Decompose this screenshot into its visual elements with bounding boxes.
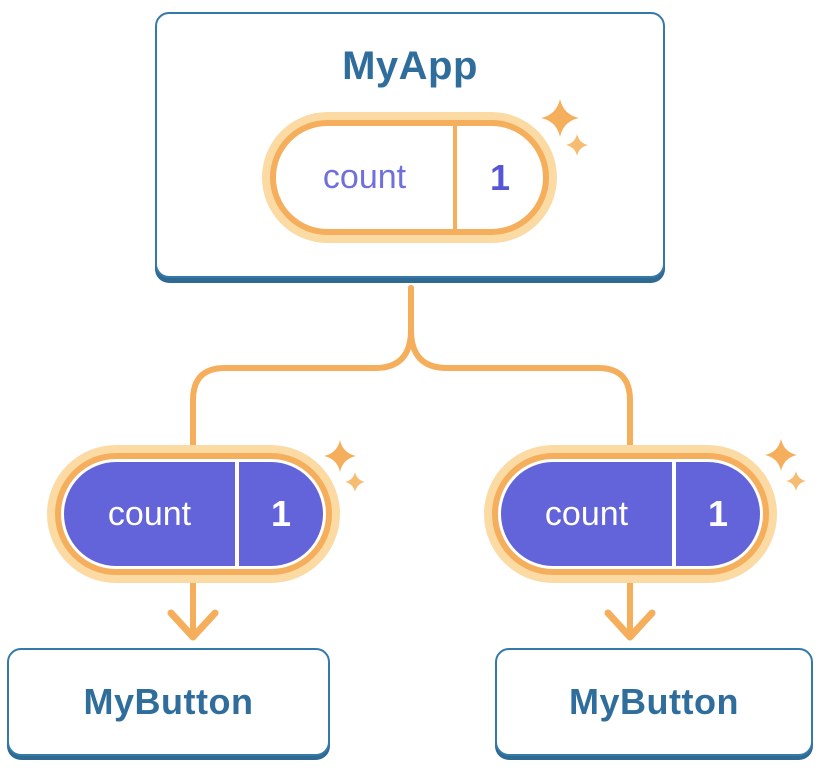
left-child-component-card: MyButton: [7, 648, 330, 756]
arrow-down-icon: [604, 609, 656, 641]
right-child-component-card: MyButton: [495, 648, 813, 756]
sparkle-icon: [786, 471, 806, 491]
sparkle-icon: [324, 440, 356, 472]
arrow-down-icon: [167, 609, 219, 641]
state-name-label: count: [322, 158, 407, 196]
right-child-component-title: MyButton: [569, 681, 739, 722]
sparkle-icon: [765, 439, 797, 471]
prop-name-label: count: [544, 494, 629, 533]
left-prop-pill-body: count 1: [64, 462, 323, 566]
root-state-pill: count 1: [270, 120, 549, 235]
right-prop-pill-body: count 1: [501, 462, 760, 566]
left-prop-pill: count 1: [55, 453, 332, 575]
state-value-label: 1: [453, 126, 543, 229]
left-child-component-title: MyButton: [83, 681, 254, 722]
prop-name-label: count: [107, 494, 192, 533]
root-component-title: MyApp: [342, 44, 478, 88]
sparkle-icon: [345, 472, 365, 492]
right-prop-pill: count 1: [492, 453, 769, 575]
prop-value-label: 1: [235, 462, 323, 566]
prop-value-label: 1: [672, 462, 760, 566]
